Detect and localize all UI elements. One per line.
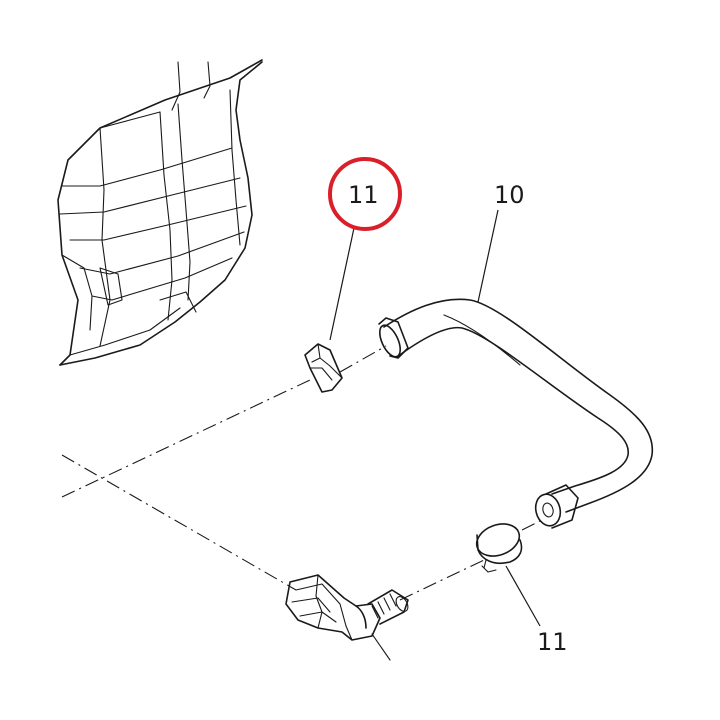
callout-label-clip-bottom: 11 <box>537 628 568 656</box>
highlight-circle <box>328 157 402 231</box>
callout-leaders <box>329 209 541 627</box>
assembly-centerlines <box>61 345 543 601</box>
quick-connector-elbow <box>285 574 409 661</box>
hose-clamp-top <box>304 343 343 393</box>
fuel-tank-housing <box>57 59 263 366</box>
hose-clamp-bottom <box>475 523 523 573</box>
callout-label-hose: 10 <box>494 181 525 209</box>
fuel-hose <box>378 298 654 529</box>
callout-label-clip-top: 11 <box>348 181 379 209</box>
